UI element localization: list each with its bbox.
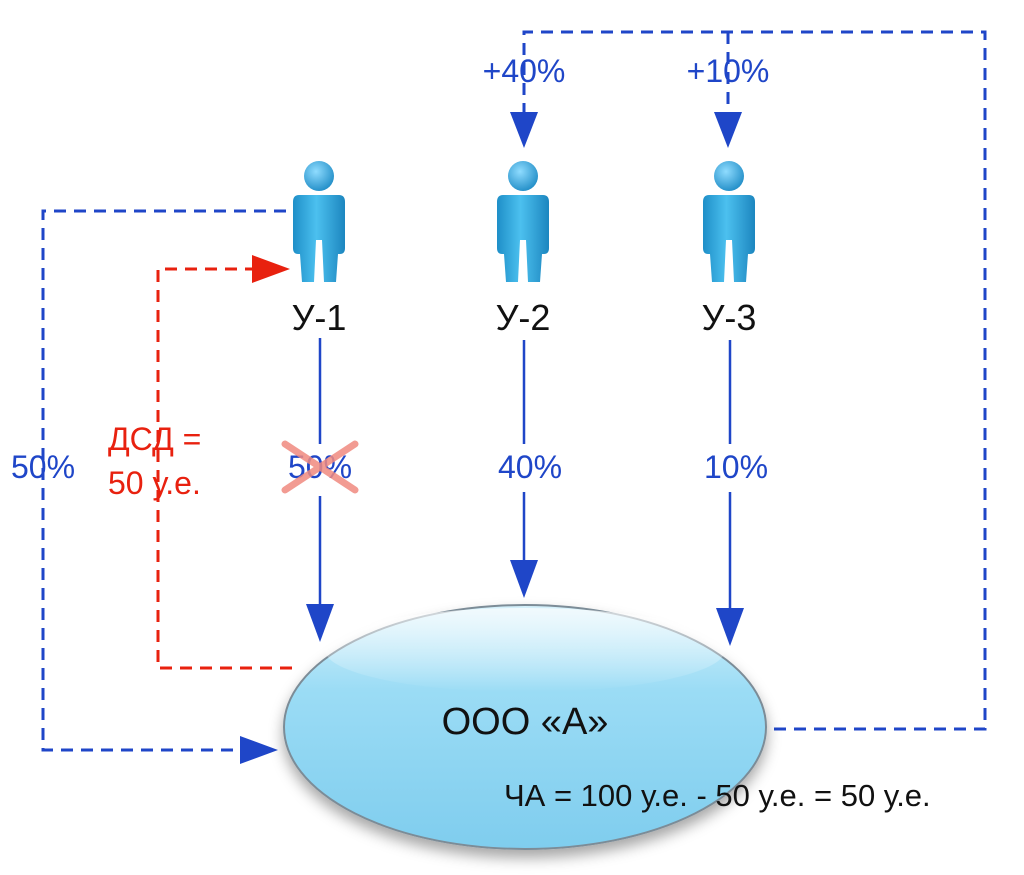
arrow-head-plus10 (714, 112, 742, 148)
net-assets-formula: ЧА = 100 у.е. - 50 у.е. = 50 у.е. (504, 778, 931, 813)
share-arrows (306, 338, 744, 646)
participant-2: У-2 (496, 161, 551, 338)
left-share-line (41, 209, 286, 752)
cross-mark (281, 440, 359, 494)
person-icon (293, 161, 345, 282)
payout-line-1: ДСД = (108, 421, 201, 457)
increment-label-2: +10% (687, 53, 770, 89)
participant-label: У-2 (496, 297, 551, 338)
arrow-head-dividend (252, 255, 290, 283)
company-name: ООО «А» (442, 701, 609, 743)
share-arrow-2-head (510, 560, 538, 598)
participant-label: У-3 (702, 297, 757, 338)
dashed-connectors (41, 30, 987, 752)
participant-label: У-1 (292, 297, 347, 338)
arrow-head-left-share (240, 736, 278, 764)
left-share-label: 50% (11, 449, 75, 485)
share-label-2: 40% (498, 449, 562, 485)
share-arrow-3-head (716, 608, 744, 646)
participant-3: У-3 (702, 161, 757, 338)
share-arrow-1-head (306, 604, 334, 642)
dividend-line (156, 267, 292, 670)
share-label-3: 10% (704, 449, 768, 485)
company-ellipse-shine (325, 608, 725, 692)
payout-line-2: 50 у.е. (108, 465, 201, 501)
arrow-head-plus40 (510, 112, 538, 148)
increment-label-1: +40% (483, 53, 566, 89)
participant-1: У-1 (292, 161, 347, 338)
person-icon (497, 161, 549, 282)
person-icon (703, 161, 755, 282)
reinvest-line (522, 30, 987, 731)
